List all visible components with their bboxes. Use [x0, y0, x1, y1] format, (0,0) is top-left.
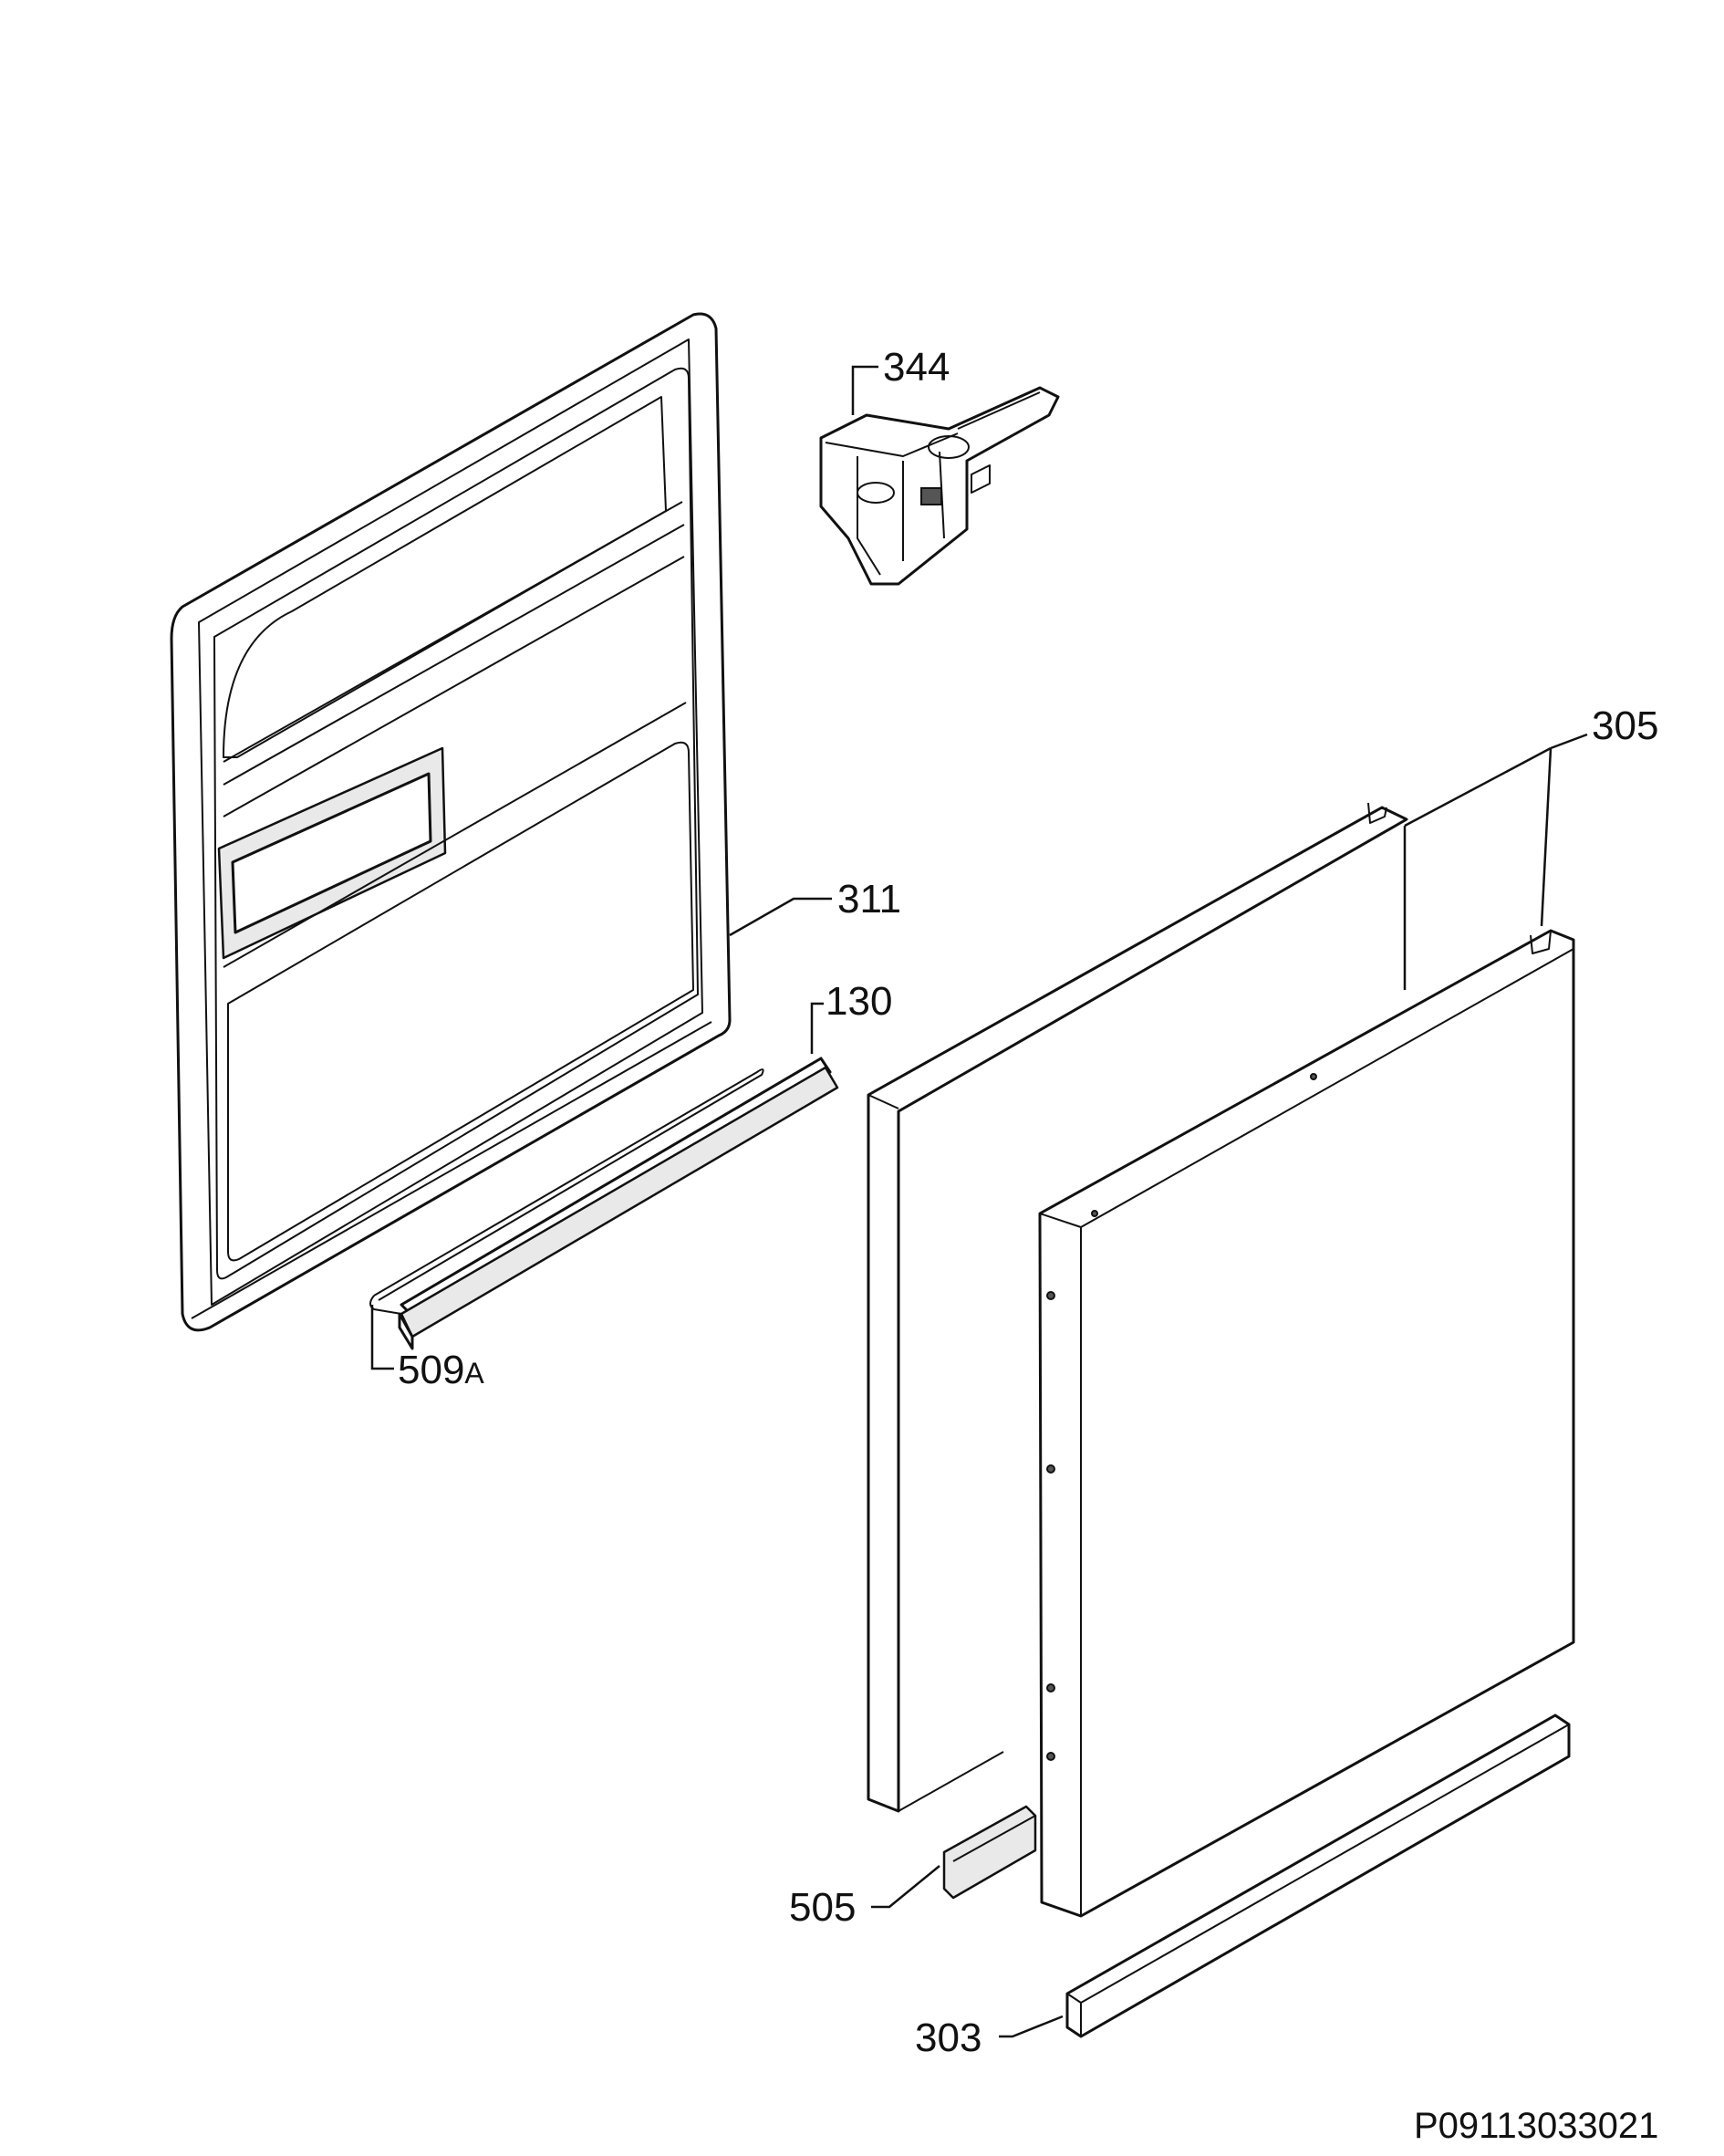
small-trim-strip [942, 1805, 1037, 1900]
callout-130: 130 [826, 979, 892, 1024]
callout-305: 305 [1592, 703, 1658, 748]
outer-door-panel-front [1038, 929, 1575, 1918]
lower-door-seal [398, 1057, 839, 1350]
callout-344: 344 [883, 345, 950, 390]
door-lock-assembly [819, 386, 1060, 586]
outer-door-panel-rear [867, 802, 1408, 1813]
drawing-code: P09113033021 [1414, 2106, 1658, 2146]
plinth-strip [1065, 1713, 1571, 2038]
callout-303: 303 [915, 2015, 981, 2060]
callout-311: 311 [837, 877, 901, 922]
inner-door-panel [170, 312, 732, 1332]
hinge-wire [369, 1068, 764, 1315]
callout-505: 505 [789, 1885, 856, 1930]
callout-509a: 509A [398, 1348, 484, 1392]
